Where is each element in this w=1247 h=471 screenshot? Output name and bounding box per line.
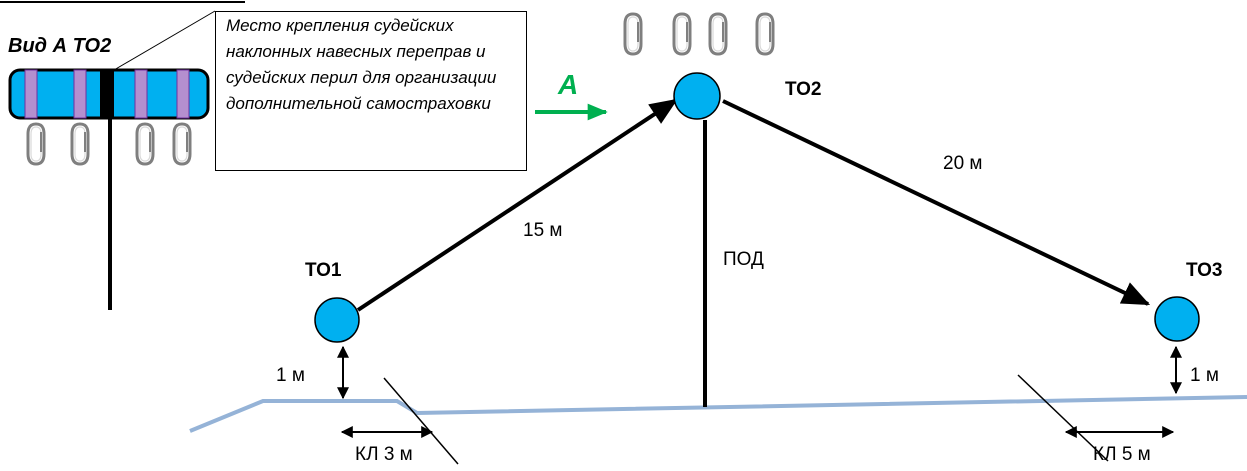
label-segment-15: 15 м: [523, 220, 562, 241]
label-segment-20: 20 м: [943, 153, 982, 174]
carabiner-icon: [26, 122, 46, 166]
rope-to1-to2: [356, 98, 678, 312]
label-to1: ТО1: [305, 260, 342, 281]
node-to2: [673, 72, 721, 120]
label-vertical-pod: ПОД: [723, 249, 764, 270]
label-to3: ТО3: [1186, 260, 1222, 281]
carabiner-icon: [672, 12, 692, 56]
view-title: Вид А ТО2: [8, 35, 111, 57]
callout-box: Место крепления судейских наклонных наве…: [215, 11, 527, 171]
ground-line: [189, 395, 1247, 433]
view-leader-line: [113, 10, 216, 71]
node-to3: [1154, 296, 1200, 342]
carabiner-icon: [135, 122, 155, 166]
carabiner-icon: [708, 12, 728, 56]
label-height-right: 1 м: [1190, 365, 1219, 386]
rope-to2-to3: [722, 99, 1151, 306]
carabiner-icon: [623, 12, 643, 56]
carabiner-icon: [70, 122, 90, 166]
label-to2: ТО2: [785, 79, 821, 100]
label-zone-left: КЛ 3 м: [355, 444, 413, 465]
label-view-arrow-a: A: [557, 69, 578, 100]
carabiner-icon: [172, 122, 192, 166]
callout-text: Место крепления судейских наклонных наве…: [226, 16, 497, 113]
node-to1: [314, 297, 360, 343]
carabiner-icon: [755, 12, 775, 56]
label-zone-right: КЛ 5 м: [1093, 444, 1151, 465]
label-height-left: 1 м: [276, 365, 305, 386]
zone-boundary-right: [1017, 374, 1109, 462]
node-band: [8, 68, 210, 120]
zone-boundary-left: [383, 377, 459, 465]
